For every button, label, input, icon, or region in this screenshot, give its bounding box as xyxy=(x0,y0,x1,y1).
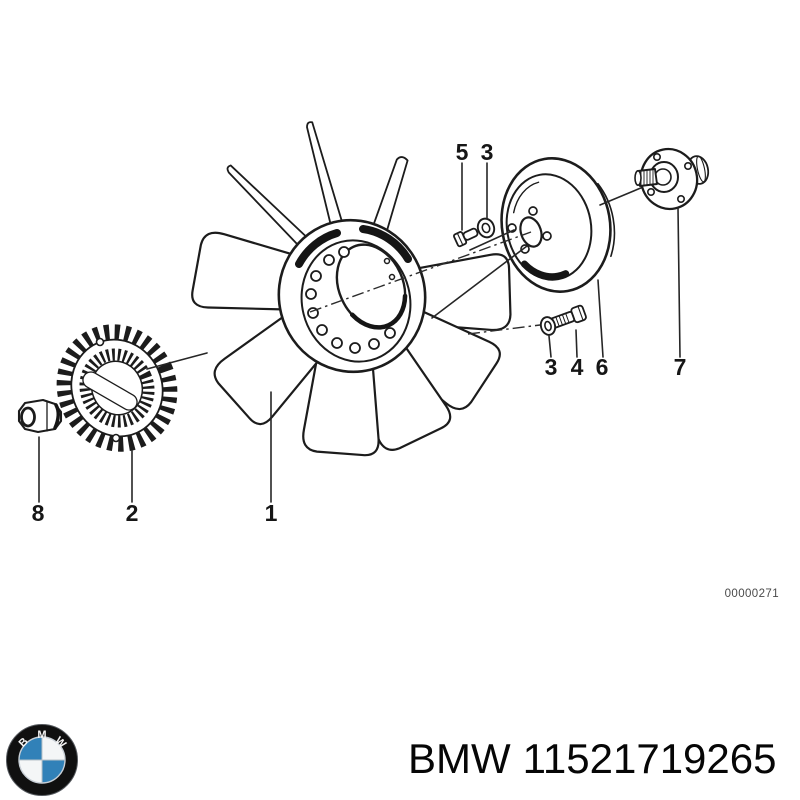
fan-hub-opening-shading xyxy=(334,242,408,330)
hub-shaft-tip xyxy=(634,170,642,187)
bmw-logo-ring-highlight xyxy=(6,724,78,796)
fan-hub-shading xyxy=(359,225,412,263)
nut-part-8 xyxy=(17,398,63,434)
callout-label-6: 6 xyxy=(596,354,609,380)
footer-part-number: BMW 11521719265 xyxy=(408,735,776,782)
fan-hub-shading xyxy=(295,229,341,268)
leader-line-washer-to-pulley xyxy=(469,229,515,251)
hub-rear-groove xyxy=(696,155,706,183)
callout-label-3-bottom: 3 xyxy=(545,354,558,380)
bmw-quadrant-top-left xyxy=(19,737,42,760)
nut-shading xyxy=(53,403,60,430)
leader-line-4 xyxy=(575,329,578,358)
leader-line-bolts-to-pulley xyxy=(431,245,528,319)
clutch-slot xyxy=(82,371,138,411)
fan-blade xyxy=(191,231,294,311)
leader-line-clutch-axis xyxy=(146,352,208,370)
leader-line-7 xyxy=(677,207,681,358)
fan-blade-thin xyxy=(306,121,346,235)
callout-label-4: 4 xyxy=(571,354,584,380)
brand-text: BMW xyxy=(408,735,511,782)
pulley-groove-lip xyxy=(504,160,616,296)
part-number-text: 11521719265 xyxy=(523,735,777,782)
fan-blade xyxy=(213,316,321,426)
leader-line-6 xyxy=(597,279,604,358)
fan-hub-bolt-holes xyxy=(305,246,396,354)
fan-blade xyxy=(302,358,380,457)
centerline-axis xyxy=(309,231,532,313)
drawing-code: 00000271 xyxy=(725,588,779,600)
bolt-shank xyxy=(462,227,479,241)
hub-flange-part-7 xyxy=(634,147,710,211)
fan-clutch-part-2 xyxy=(56,324,178,452)
bolt-head-facet xyxy=(577,305,584,321)
bmw-quadrant-top-right xyxy=(42,737,65,760)
bolt-head-facet xyxy=(456,232,464,246)
callout-label-3-top: 3 xyxy=(481,139,494,165)
bmw-letter-m: M xyxy=(37,729,46,741)
clutch-outer-fins xyxy=(56,324,178,452)
callout-label-5: 5 xyxy=(456,139,469,165)
nut-bore xyxy=(20,406,36,428)
washer-part-3-bottom xyxy=(539,316,557,336)
callout-label-8: 8 xyxy=(32,500,45,526)
hub-flange-holes xyxy=(646,153,692,204)
pulley-shading xyxy=(505,173,593,281)
fan-blade-slender xyxy=(369,156,409,240)
leader-line-hub-axis xyxy=(599,184,649,206)
pulley-part-6 xyxy=(500,157,616,296)
clutch-hole xyxy=(111,433,121,443)
bmw-quadrant-bottom-left xyxy=(19,760,42,783)
bolt-part-5 xyxy=(453,227,479,248)
fan-blade-thin xyxy=(226,164,313,253)
callout-label-2: 2 xyxy=(126,500,139,526)
fan-blade xyxy=(389,310,501,411)
callout-label-7: 7 xyxy=(674,354,687,380)
callout-label-1: 1 xyxy=(265,500,278,526)
bmw-cross-lines xyxy=(19,737,65,783)
clutch-inner-fins xyxy=(79,348,155,428)
bmw-logo: B M W xyxy=(6,724,78,796)
washer-part-3-top xyxy=(476,217,496,239)
leader-line-3-bottom xyxy=(548,335,552,358)
clutch-hole xyxy=(95,337,105,347)
fan-part-1 xyxy=(191,121,512,457)
bmw-quadrant-bottom-right xyxy=(42,760,65,783)
